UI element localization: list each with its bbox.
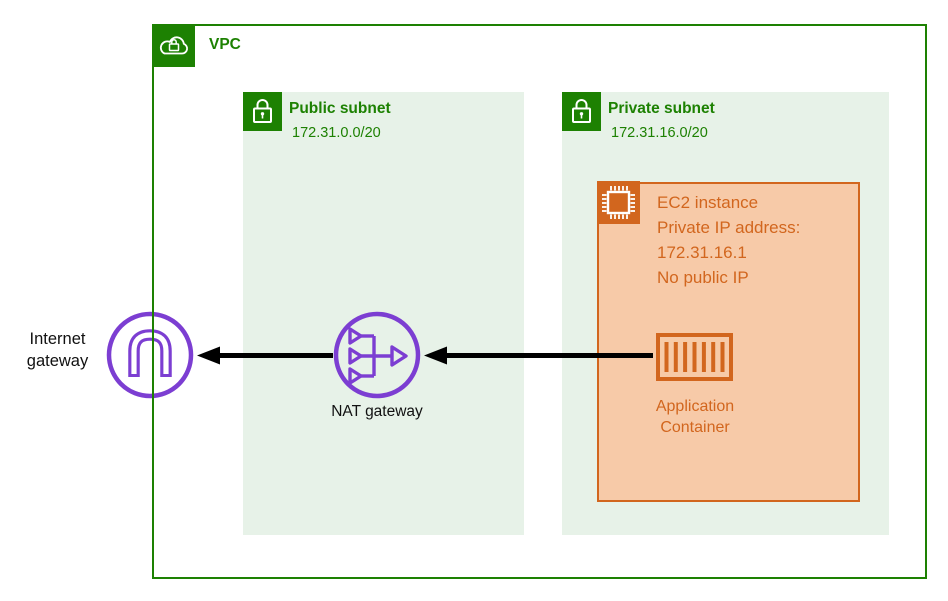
nat-gateway-icon	[330, 308, 424, 407]
ec2-instance-box	[597, 182, 860, 502]
public-subnet-labels: Public subnet 172.31.0.0/20	[289, 97, 391, 145]
public-subnet-cidr: 172.31.0.0/20	[292, 125, 381, 141]
private-subnet-labels: Private subnet 172.31.16.0/20	[608, 97, 715, 145]
ec2-instance-title: EC2 instance	[657, 193, 759, 212]
application-container-icon	[656, 333, 733, 386]
internet-gateway-label: Internet gateway	[26, 330, 89, 370]
private-subnet-cidr: 172.31.16.0/20	[611, 125, 708, 141]
ec2-private-ip-label: Private IP address:	[657, 218, 801, 237]
ec2-private-ip-value: 172.31.16.1	[657, 243, 747, 262]
nat-gateway-label: NAT gateway	[331, 403, 423, 420]
ec2-instance-labels: EC2 instance Private IP address: 172.31.…	[657, 190, 852, 290]
vpc-cloud-icon	[152, 24, 195, 67]
private-subnet-title: Private subnet	[608, 100, 715, 117]
ec2-no-public-ip-label: No public IP	[657, 268, 749, 287]
application-container-label: Application Container	[655, 398, 735, 436]
private-subnet-lock-icon	[562, 92, 601, 131]
internet-gateway-icon	[103, 308, 197, 407]
public-subnet-title: Public subnet	[289, 100, 391, 117]
vpc-boundary-box	[152, 24, 927, 579]
ec2-chip-icon	[597, 181, 640, 224]
public-subnet-lock-icon	[243, 92, 282, 131]
vpc-border-overlay-line	[152, 310, 154, 402]
vpc-label: VPC	[209, 36, 241, 53]
